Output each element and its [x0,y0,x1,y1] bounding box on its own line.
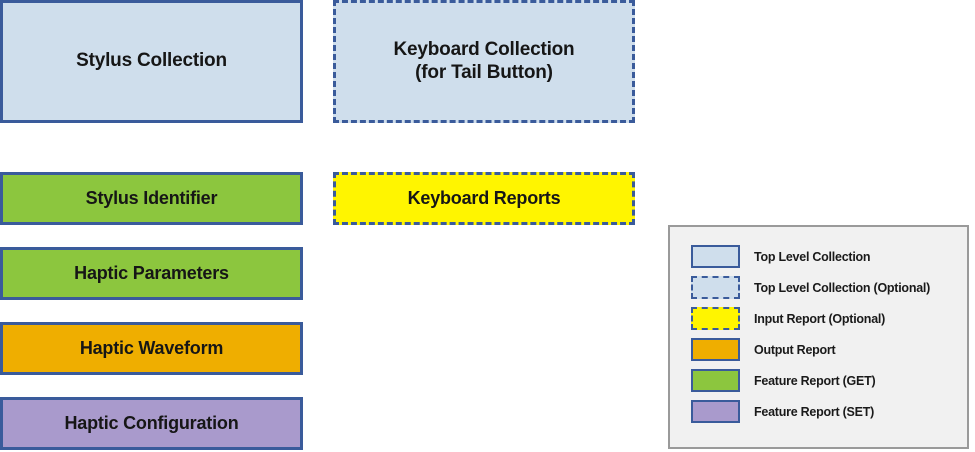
block-label: Haptic Waveform [79,337,224,358]
legend-swatch-input-report-optional [691,307,740,330]
legend-label: Output Report [754,342,836,357]
legend-item-input-report-optional: Input Report (Optional) [691,303,967,334]
block-label: Haptic Parameters [74,262,229,283]
legend-item-top-level-collection: Top Level Collection [691,241,967,272]
legend-swatch-top-level-collection-optional [691,276,740,299]
block-label: Stylus Identifier [85,187,218,208]
legend-item-top-level-collection-optional: Top Level Collection (Optional) [691,272,967,303]
block-label: Stylus Collection [76,50,227,72]
block-label: Keyboard Collection (for Tail Button) [393,39,575,83]
block-stylus-identifier[interactable]: Stylus Identifier [0,172,303,225]
legend-swatch-top-level-collection [691,245,740,268]
legend-swatch-feature-report-set [691,400,740,423]
legend-label: Feature Report (SET) [754,404,875,419]
legend-swatch-feature-report-get [691,369,740,392]
legend-panel: Top Level Collection Top Level Collectio… [668,225,969,449]
block-keyboard-reports[interactable]: Keyboard Reports [333,172,635,225]
legend-label: Feature Report (GET) [754,373,876,388]
legend-item-feature-report-set: Feature Report (SET) [691,396,967,427]
legend-label: Top Level Collection (Optional) [754,280,931,295]
block-label: Haptic Configuration [64,412,239,433]
block-keyboard-collection[interactable]: Keyboard Collection (for Tail Button) [333,0,635,123]
block-label: Keyboard Reports [407,187,561,208]
block-haptic-waveform[interactable]: Haptic Waveform [0,322,303,375]
legend-swatch-output-report [691,338,740,361]
block-haptic-parameters[interactable]: Haptic Parameters [0,247,303,300]
legend-item-output-report: Output Report [691,334,967,365]
block-haptic-configuration[interactable]: Haptic Configuration [0,397,303,450]
block-stylus-collection[interactable]: Stylus Collection [0,0,303,123]
legend-label: Input Report (Optional) [754,311,886,326]
legend-item-feature-report-get: Feature Report (GET) [691,365,967,396]
legend-rows: Top Level Collection Top Level Collectio… [670,227,967,447]
legend-label: Top Level Collection [754,249,871,264]
